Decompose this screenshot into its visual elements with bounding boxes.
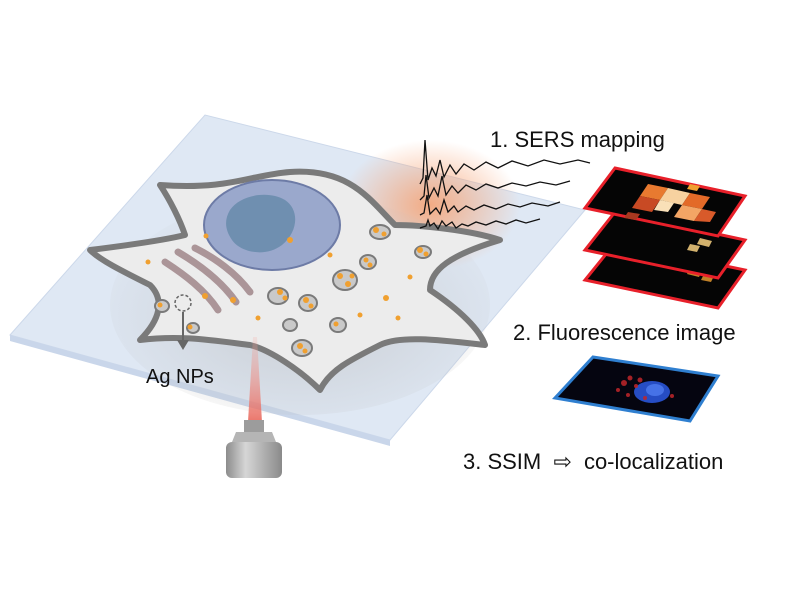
- ssim-arrow-icon: ⇨: [553, 449, 571, 474]
- sers-map-stack: [582, 166, 748, 310]
- ssim-label-suffix: co-localization: [584, 449, 723, 474]
- microscope-objective-icon: [226, 420, 282, 478]
- sers-map-top-pixels: [624, 184, 716, 222]
- cell-body: [87, 168, 503, 393]
- fluorescence-image-label: 2. Fluorescence image: [513, 320, 736, 345]
- sers-map-middle-pixels: [687, 238, 712, 252]
- ssim-label-prefix: 3. SSIM: [463, 449, 541, 474]
- sers-mapping-label: 1. SERS mapping: [490, 127, 665, 152]
- laser-beam: [248, 337, 262, 422]
- golgi-apparatus: [161, 244, 254, 314]
- fluorescence-image: [552, 355, 721, 423]
- ag-np-callout-circle: [174, 294, 192, 312]
- ssim-colocalization-label: 3. SSIM ⇨ co-localization: [463, 449, 723, 474]
- sers-spectra: [419, 139, 591, 231]
- ag-np-arrowhead: [177, 340, 189, 350]
- nucleolus: [226, 194, 296, 253]
- ag-nps-label: Ag NPs: [146, 366, 214, 388]
- silver-nanoparticles: [145, 227, 429, 354]
